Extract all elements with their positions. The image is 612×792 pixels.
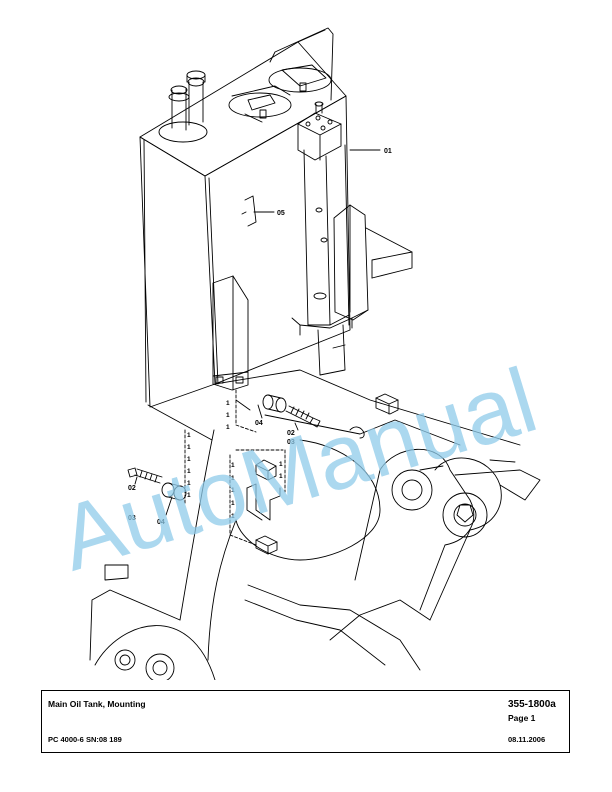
quantity-marks: 1 1 1 1 1 1 1 1 1 1 1 1 1 1 1 1 (187, 400, 283, 520)
svg-text:1: 1 (231, 475, 235, 482)
svg-text:1: 1 (187, 456, 191, 463)
svg-text:1: 1 (226, 412, 230, 419)
oil-tank (139, 27, 351, 408)
svg-text:1: 1 (187, 468, 191, 475)
mounting-brackets (246, 393, 399, 555)
page-number: Page 1 (508, 713, 536, 723)
tank-leg (212, 275, 249, 391)
bolt-group-lower (127, 467, 187, 501)
svg-text:1: 1 (231, 513, 235, 520)
drawing-title: Main Oil Tank, Mounting (48, 699, 146, 709)
svg-text:1: 1 (231, 462, 235, 469)
callout-04-lower: 04 (157, 519, 165, 526)
bolt-group-upper (262, 394, 321, 428)
svg-text:1: 1 (231, 487, 235, 494)
callout-02-lower: 02 (128, 485, 136, 492)
title-block: Main Oil Tank, Mounting 355-1800a Page 1… (41, 690, 570, 753)
svg-text:1: 1 (279, 473, 283, 480)
callout-01: 01 (384, 148, 392, 155)
svg-text:1: 1 (279, 461, 283, 468)
model-serial: PC 4000-6 SN:08 189 (48, 735, 122, 744)
issue-date: 08.11.2006 (508, 735, 546, 744)
exploded-view-drawing: 1 1 1 1 1 1 1 1 1 1 1 1 1 1 1 1 01 05 04… (48, 27, 548, 680)
callout-03-upper: 03 (287, 439, 295, 446)
svg-text:1: 1 (187, 492, 191, 499)
callout-03-lower: 03 (128, 515, 136, 522)
machine-frame (89, 369, 541, 680)
svg-text:1: 1 (226, 424, 230, 431)
callout-leaders (134, 149, 381, 516)
support-column (291, 101, 413, 376)
svg-text:1: 1 (231, 500, 235, 507)
watermark: AutoManual (48, 349, 547, 590)
callout-05: 05 (277, 210, 285, 217)
callout-02-upper: 02 (287, 430, 295, 437)
svg-text:1: 1 (226, 400, 230, 407)
svg-text:1: 1 (187, 444, 191, 451)
callout-04-upper: 04 (255, 420, 263, 427)
svg-text:1: 1 (187, 480, 191, 487)
document-number: 355-1800a (508, 699, 556, 710)
svg-text:1: 1 (187, 432, 191, 439)
